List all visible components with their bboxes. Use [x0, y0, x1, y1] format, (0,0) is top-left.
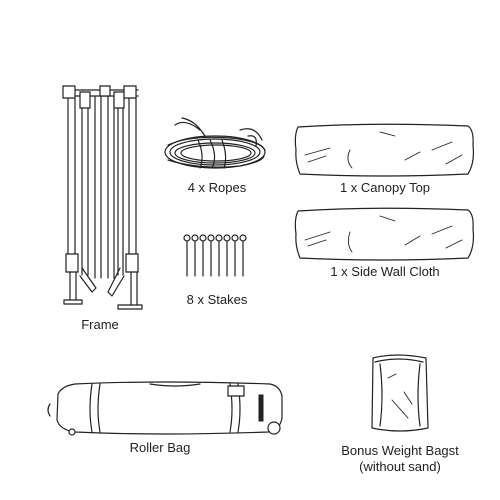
frame-label: Frame: [81, 317, 119, 332]
ropes-label: 4 x Ropes: [187, 180, 247, 195]
weight-bags-label-line1: Bonus Weight Bagst: [341, 443, 459, 458]
stakes-label: 8 x Stakes: [186, 292, 248, 307]
side-wall-label: 1 x Side Wall Cloth: [330, 264, 440, 279]
weight-bags-label-line2: (without sand): [359, 459, 441, 474]
roller-bag-label: Roller Bag: [129, 440, 191, 455]
canopy-top-label: 1 x Canopy Top: [339, 180, 431, 195]
